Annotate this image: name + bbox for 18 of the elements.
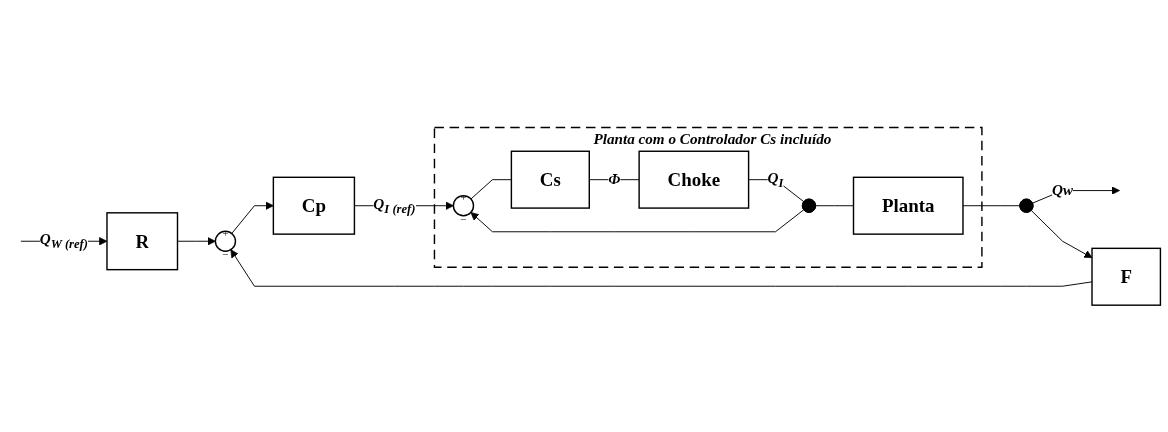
node-circle: + [214,230,237,252]
edge-label: Q$_{W (ref)}$ [39,230,89,251]
edge-label: Q$_{I (ref)}$ [373,195,416,216]
node-box: R [106,211,179,270]
edge-label: Q$_{I}$ [767,169,784,190]
connector [962,204,1021,206]
node-box: Cs [510,150,590,209]
edge-label: Qw [1052,181,1074,198]
connector [470,178,512,200]
connector [815,204,854,206]
node-circle: + [452,194,475,217]
node-label: _ [460,207,467,219]
node-box: Planta [852,176,964,235]
node-box: Choke [638,150,750,209]
node-box: Cp [272,176,356,235]
node-label: _ [222,242,229,255]
edge-label: Φ [608,170,621,187]
node-box: F [1091,247,1162,306]
